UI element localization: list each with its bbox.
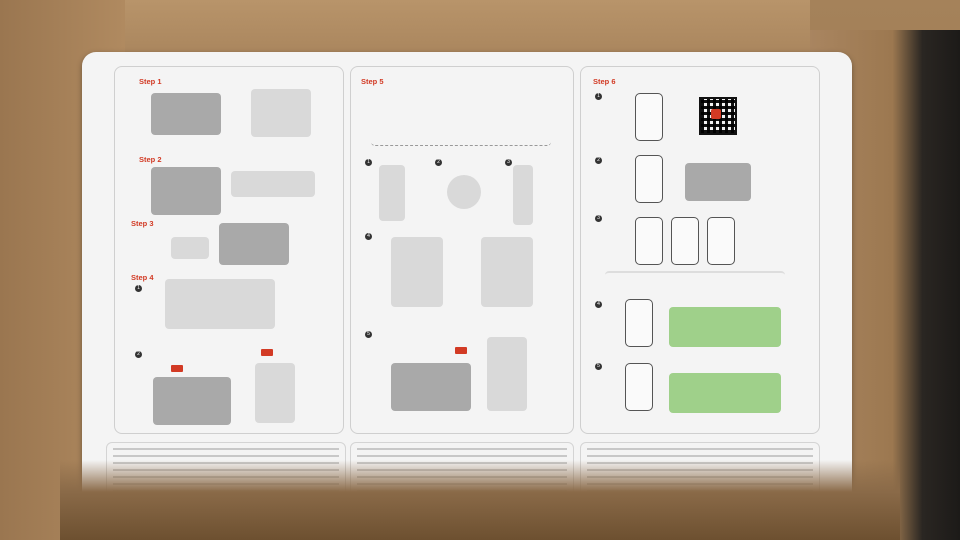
antenna-illustration [513, 165, 533, 225]
red-arrow-icon [171, 365, 183, 372]
step-number: 3 [505, 159, 512, 166]
step-number: 2 [135, 351, 142, 358]
detail-illustration [171, 237, 209, 259]
step-1-heading: Step 1 [139, 77, 162, 86]
mower-illustration [153, 377, 231, 425]
detail-illustration [231, 171, 315, 197]
red-arrow-icon [455, 347, 467, 354]
step-number: 4 [595, 301, 602, 308]
phone-illustration [635, 93, 663, 141]
mower-illustration [151, 167, 221, 215]
step-6-heading: Step 6 [593, 77, 616, 86]
phone-illustration [625, 363, 653, 411]
step-number: 2 [595, 157, 602, 164]
step-number: 1 [135, 285, 142, 292]
station-illustration [165, 279, 275, 329]
box-bottom-shadow [60, 460, 900, 540]
detail-illustration [251, 89, 311, 137]
instruction-column-3: Step 6 1 2 3 4 5 [580, 66, 820, 434]
step-3-heading: Step 3 [131, 219, 154, 228]
red-arrow-icon [261, 349, 273, 356]
station-illustration [391, 237, 443, 307]
text-block [605, 271, 785, 295]
lawn-map-illustration [669, 307, 781, 347]
cable-illustration [255, 363, 295, 423]
step-number: 4 [365, 233, 372, 240]
mower-illustration [685, 163, 751, 201]
step-5-heading: Step 5 [361, 77, 384, 86]
step-number: 2 [435, 159, 442, 166]
phone-illustration [635, 155, 663, 203]
mower-illustration [391, 363, 471, 411]
step-number: 1 [365, 159, 372, 166]
phone-illustration [635, 217, 663, 265]
step-number: 3 [595, 215, 602, 222]
mower-illustration [151, 93, 221, 135]
mower-illustration [219, 223, 289, 265]
step-number: 5 [595, 363, 602, 370]
instruction-column-2: Step 5 1 2 3 4 5 [350, 66, 574, 434]
phone-illustration [707, 217, 735, 265]
app-logo-icon [711, 109, 721, 119]
instruction-column-1: Step 1 Step 2 Step 3 Step 4 1 2 [114, 66, 344, 434]
step-2-heading: Step 2 [139, 155, 162, 164]
lawn-map-illustration [669, 373, 781, 413]
station-illustration [481, 237, 533, 307]
antenna-illustration [447, 175, 481, 209]
phone-illustration [625, 299, 653, 347]
box-flap-top [110, 0, 810, 62]
instruction-sheet: Step 1 Step 2 Step 3 Step 4 1 2 Step 5 1… [82, 52, 852, 530]
step-4-heading: Step 4 [131, 273, 154, 282]
step-number: 1 [595, 93, 602, 100]
placement-diagram [371, 93, 551, 146]
cable-illustration [487, 337, 527, 411]
antenna-illustration [379, 165, 405, 221]
step-number: 5 [365, 331, 372, 338]
phone-illustration [671, 217, 699, 265]
